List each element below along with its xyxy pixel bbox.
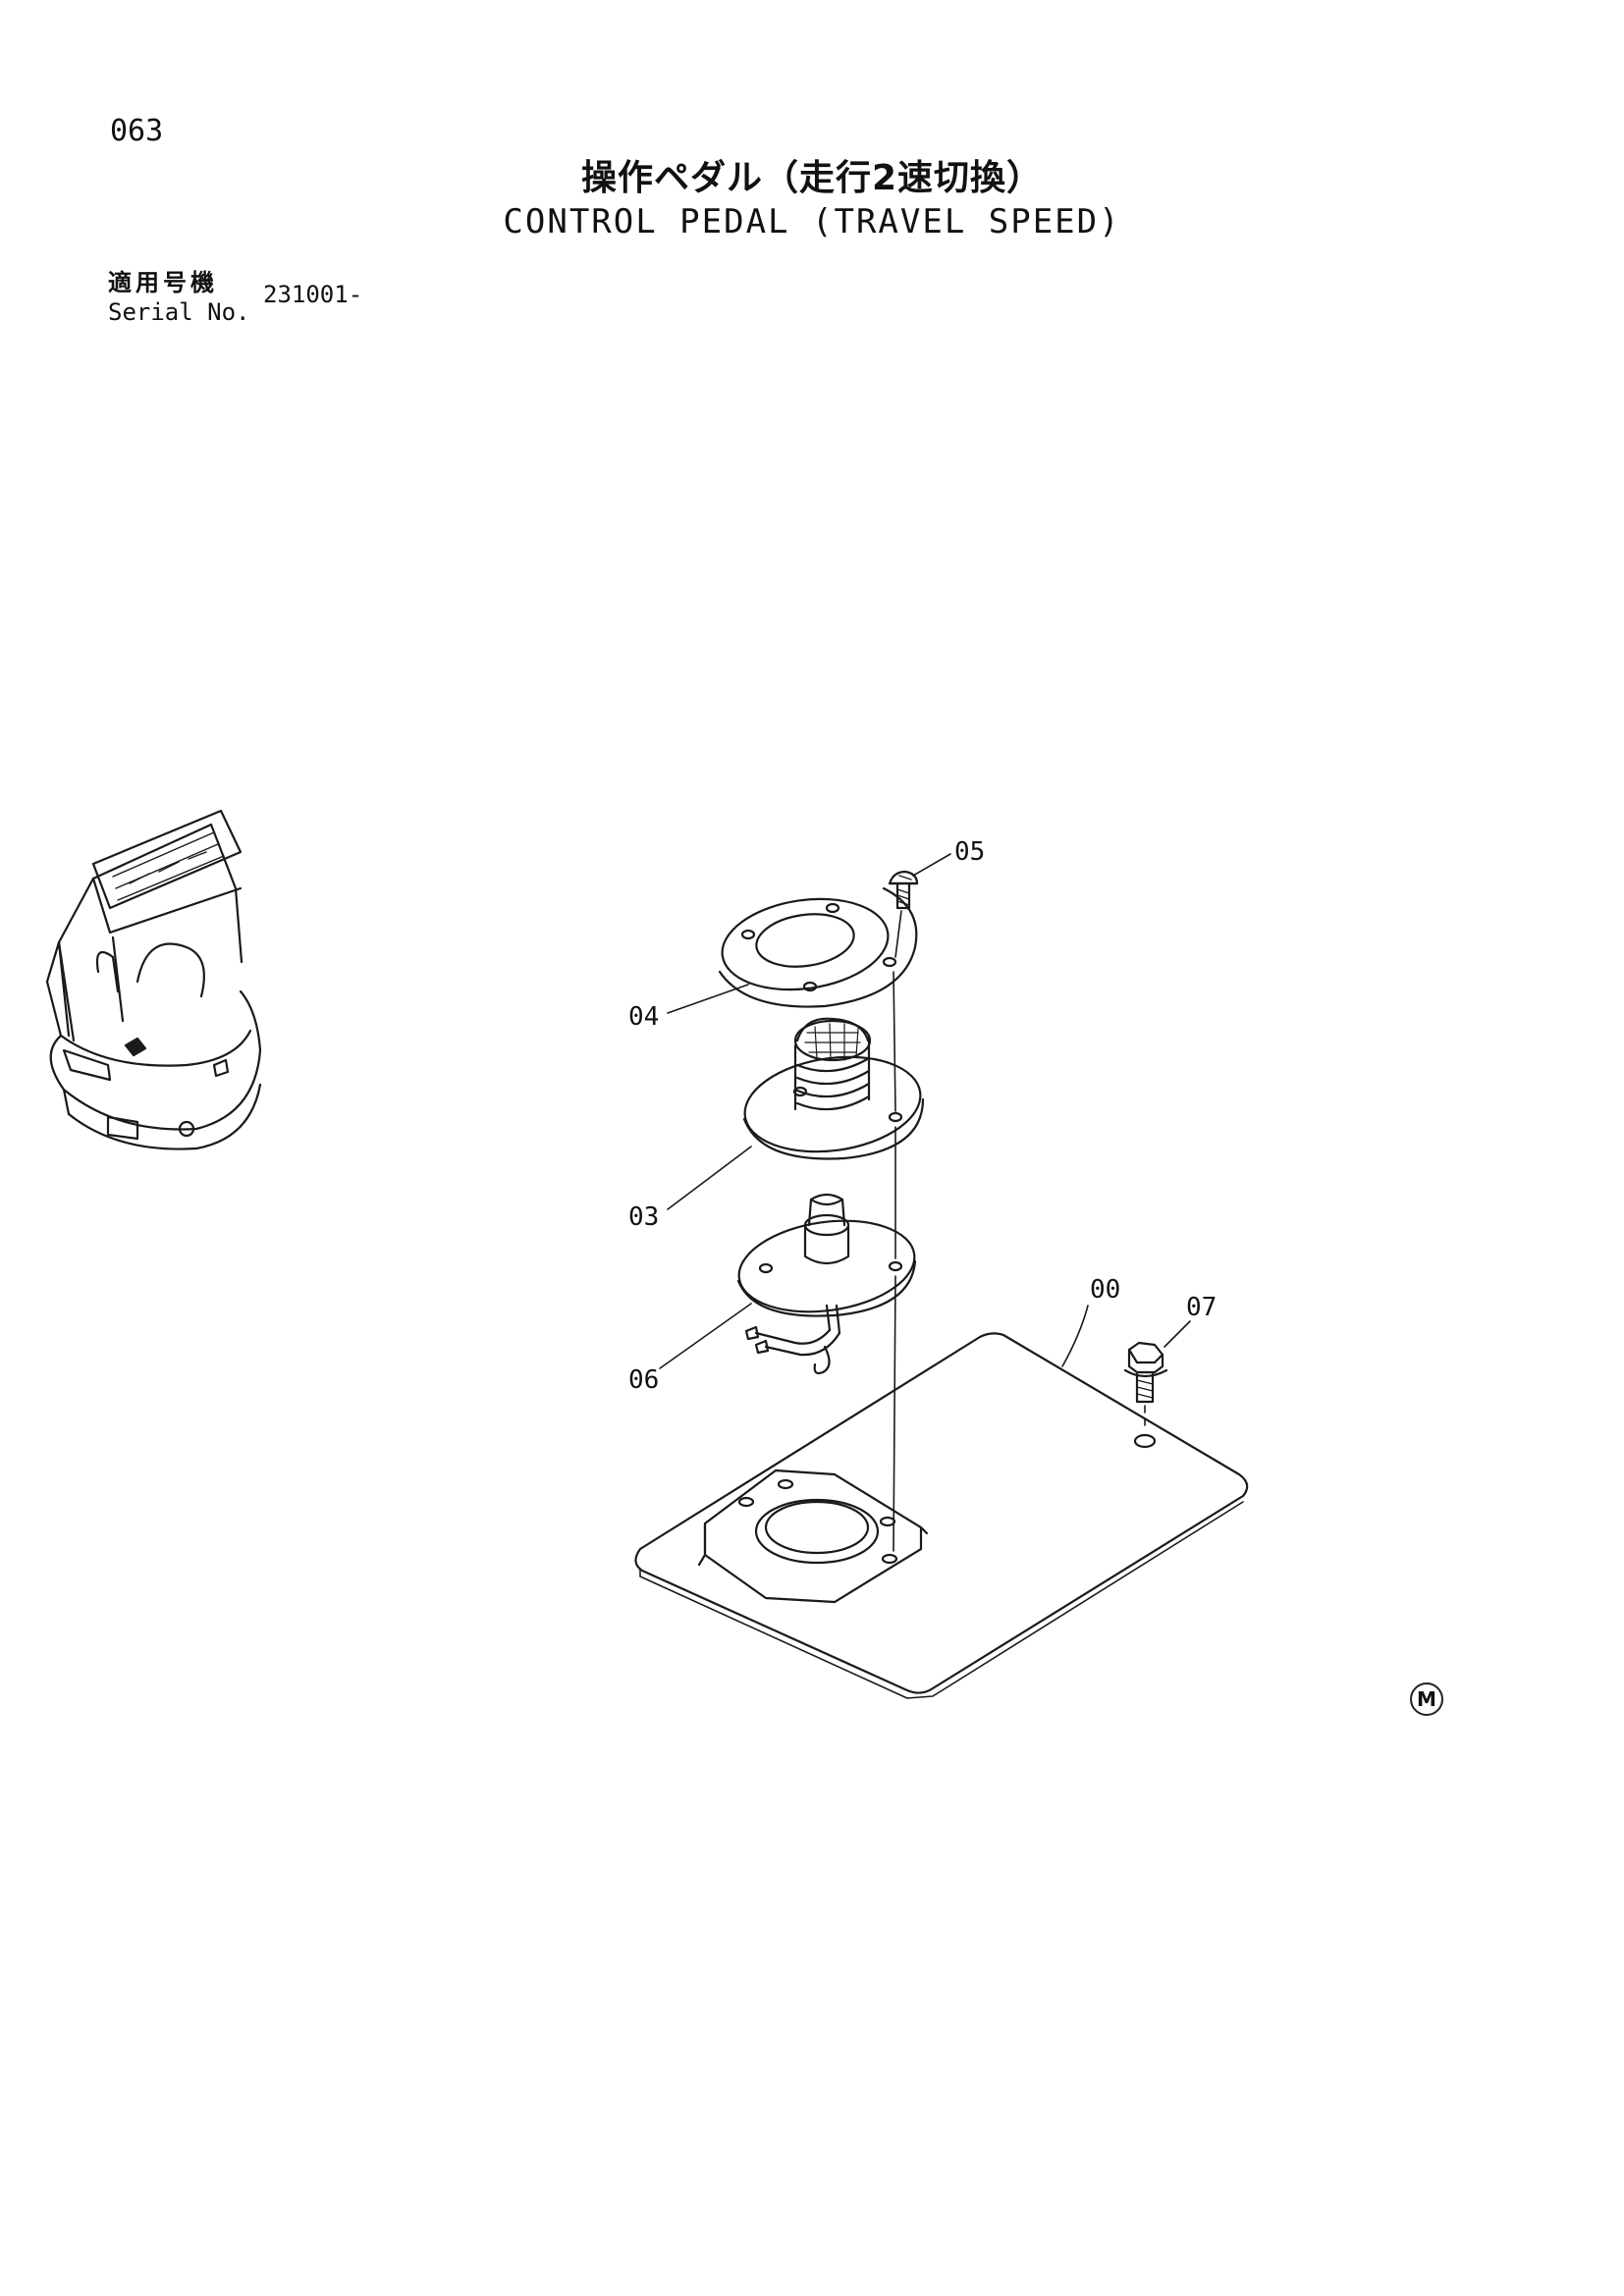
part-05-screw [888, 870, 919, 910]
alignment-lines [893, 910, 902, 1552]
part-04-gasket [718, 886, 918, 1008]
part-06-switch [736, 1193, 917, 1375]
serial-label-japanese: 適用号機 [108, 269, 218, 296]
corner-mark-circle [1410, 1682, 1443, 1716]
callout-03: 03 [628, 1202, 659, 1232]
callout-04: 04 [628, 1002, 659, 1032]
callout-labels: 05 04 03 06 00 07 [628, 837, 1217, 1395]
serial-number-value: 231001- [263, 281, 363, 308]
callout-05: 05 [954, 837, 985, 867]
part-03-plate-boot [742, 1017, 925, 1160]
page-number: 063 [110, 114, 164, 148]
callout-07: 07 [1186, 1293, 1217, 1322]
callout-06: 06 [628, 1365, 659, 1395]
machine-thumbnail [45, 809, 262, 1150]
leader-lines [659, 853, 1191, 1369]
callout-00: 00 [1090, 1275, 1120, 1305]
corner-mark-letter: M [1417, 1687, 1436, 1711]
serial-label-english: Serial No. [108, 298, 250, 326]
title-japanese: 操作ペダル（走行2速切換） [580, 158, 1044, 198]
part-07-bolt [1123, 1341, 1168, 1432]
part-00-floor-plate [634, 1332, 1249, 1699]
title-english: CONTROL PEDAL (TRAVEL SPEED) [503, 202, 1121, 241]
